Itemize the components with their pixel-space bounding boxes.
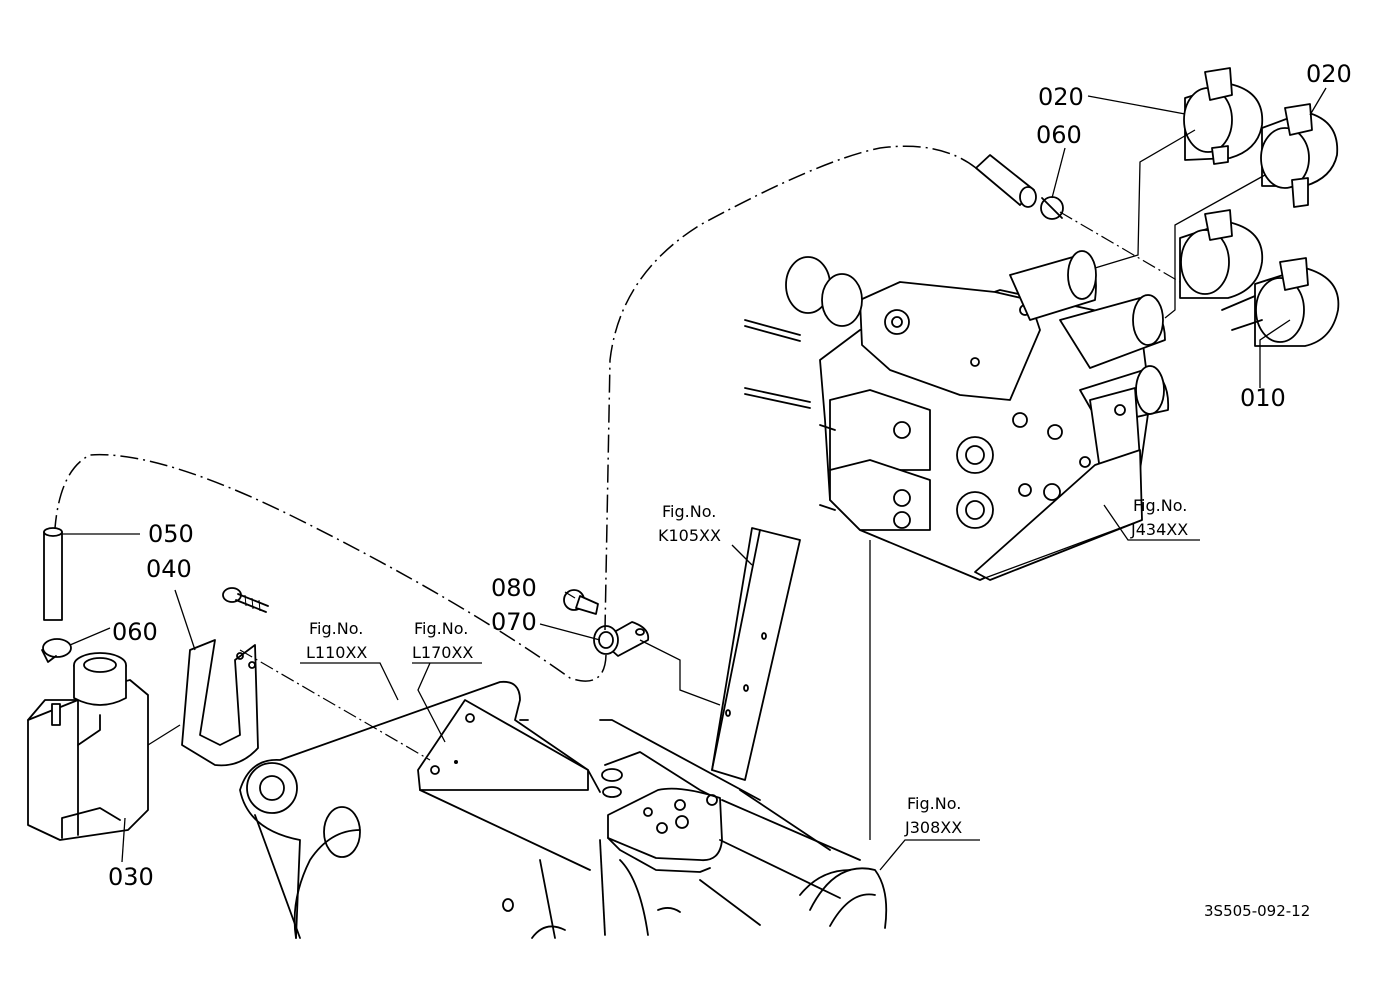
figref-l110[interactable]: Fig.No. L110XX — [300, 619, 399, 701]
leader-lines — [62, 87, 1327, 863]
drawing-code: 3S505-092-12 — [1204, 902, 1310, 920]
centerline-2 — [239, 649, 431, 761]
svg-text:K105XX: K105XX — [658, 526, 721, 545]
tractor-frame — [239, 527, 888, 939]
callout-060-left[interactable]: 060 — [112, 618, 158, 646]
control-valve-assembly — [744, 250, 1170, 581]
hose-050 — [43, 527, 63, 621]
callout-010[interactable]: 010 — [1240, 384, 1286, 412]
fitting-010-pair — [1179, 209, 1340, 347]
hose-route-lower — [54, 453, 607, 682]
figref-l170[interactable]: Fig.No. L170XX — [412, 619, 482, 743]
callout-050[interactable]: 050 — [148, 520, 194, 548]
svg-text:Fig.No.: Fig.No. — [662, 502, 716, 521]
callout-060-top[interactable]: 060 — [1036, 121, 1082, 149]
hose-route-upper — [604, 145, 977, 631]
svg-text:L170XX: L170XX — [412, 643, 473, 662]
fitting-020-top — [1183, 67, 1264, 165]
callout-080[interactable]: 080 — [491, 574, 537, 602]
svg-text:L110XX: L110XX — [306, 643, 367, 662]
callout-030[interactable]: 030 — [108, 863, 154, 891]
hose-clamp-060-left — [41, 638, 72, 663]
svg-text:J308XX: J308XX — [904, 818, 962, 837]
svg-text:Fig.No.: Fig.No. — [414, 619, 468, 638]
callout-020-right[interactable]: 020 — [1306, 60, 1352, 88]
bolt-080 — [563, 589, 599, 615]
fitting-020-right — [1260, 103, 1339, 208]
callout-040[interactable]: 040 — [146, 555, 192, 583]
hose-top — [975, 154, 1037, 208]
figref-j308[interactable]: Fig.No. J308XX — [879, 794, 980, 871]
reservoir-tank-030 — [27, 652, 149, 841]
centerline-1 — [1059, 211, 1181, 283]
hose-clamp-060-top — [1040, 196, 1064, 220]
pipe-clamp-070 — [593, 621, 650, 657]
svg-text:Fig.No.: Fig.No. — [907, 794, 961, 813]
svg-text:J434XX: J434XX — [1130, 520, 1188, 539]
bolt — [222, 587, 269, 613]
svg-text:Fig.No.: Fig.No. — [309, 619, 363, 638]
callout-070[interactable]: 070 — [491, 608, 537, 636]
figref-j434[interactable]: Fig.No. J434XX — [1103, 496, 1200, 541]
tank-bracket-040 — [181, 639, 259, 767]
figref-k105[interactable]: Fig.No. K105XX — [658, 502, 753, 566]
svg-text:Fig.No.: Fig.No. — [1133, 496, 1187, 515]
callout-020-top[interactable]: 020 — [1038, 83, 1084, 111]
